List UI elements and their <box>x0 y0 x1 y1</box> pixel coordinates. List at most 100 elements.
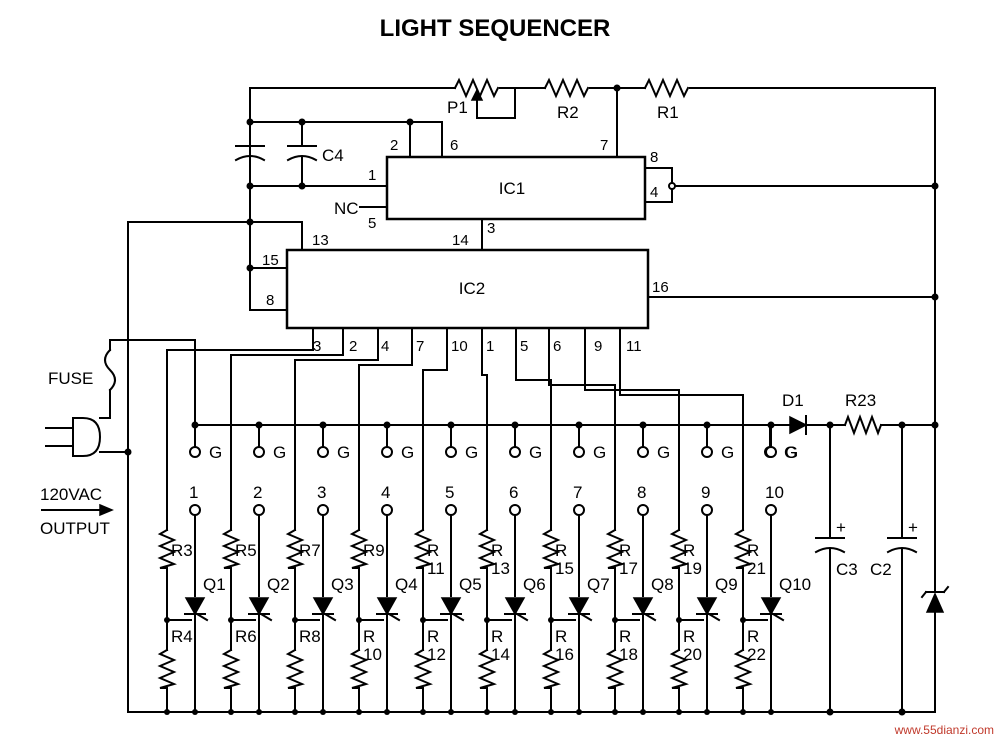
resistor-a-label-8-1: 17 <box>619 559 638 578</box>
resistor-a-6 <box>477 528 497 569</box>
terminal-out-2 <box>253 504 265 516</box>
junction-common-t-7 <box>576 709 582 715</box>
ic2: IC2 13 14 15 8 16 <box>262 232 669 330</box>
triac-7 <box>568 597 590 616</box>
resistor-a-label-9-1: 19 <box>683 559 702 578</box>
triac-label-2: Q2 <box>267 575 290 594</box>
ic1-pin-5: 5 <box>368 215 376 232</box>
junctions-top <box>246 84 939 301</box>
resistor-b-6 <box>477 648 497 689</box>
output-label: OUTPUT <box>40 519 110 538</box>
terminal-out-10 <box>765 504 777 516</box>
drive-wire-3 <box>294 327 379 531</box>
triac-gate-stub-1 <box>195 612 209 622</box>
ic2-bottom-pin-3: 4 <box>381 338 389 355</box>
resistor-a-label-1-0: R3 <box>171 541 193 560</box>
triac-8 <box>632 597 654 616</box>
plug-symbol <box>72 417 102 457</box>
potentiometer-p1 <box>453 77 500 99</box>
resistor-b-label-9-1: 20 <box>683 645 702 664</box>
resistor-a-label-3-0: R7 <box>299 541 321 560</box>
ic2-bottom-pin-10: 11 <box>626 338 642 355</box>
ic2-bottom-pin-2: 2 <box>349 338 357 355</box>
resistor-b-9 <box>669 648 689 689</box>
resistor-b-1 <box>157 648 177 689</box>
resistor-b-label-7-1: 16 <box>555 645 574 664</box>
resistor-a-label-6-0: R <box>491 541 503 560</box>
resistor-b-label-10-1: 22 <box>747 645 766 664</box>
triac-label-1: Q1 <box>203 575 226 594</box>
terminal-g-9 <box>701 446 713 458</box>
g-label-5: G <box>465 443 478 462</box>
triac-gate-stub-6 <box>515 612 529 622</box>
drive-wire-7 <box>515 327 552 531</box>
diagram-title: LIGHT SEQUENCER <box>380 15 611 42</box>
triac-label-6: Q6 <box>523 575 546 594</box>
triac-gate-stub-3 <box>323 612 337 622</box>
resistor-a-label-2-0: R5 <box>235 541 257 560</box>
resistor-b-label-4-1: 10 <box>363 645 382 664</box>
drive-wire-2 <box>230 327 344 531</box>
resistor-a-label-9-0: R <box>683 541 695 560</box>
junction-common-r-1 <box>164 709 170 715</box>
junction-g-7 <box>575 421 583 429</box>
resistor-a-label-10-0: R <box>747 541 759 560</box>
resistor-b-7 <box>541 648 561 689</box>
terminal-g-10 <box>765 446 777 458</box>
g-label-8: G <box>657 443 670 462</box>
channels: G1Q13R3R4G2Q22R5R6G3Q34R7R8G4Q47R9R10G5Q… <box>157 327 811 715</box>
nc-label: NC <box>334 199 359 218</box>
terminal-g-5 <box>445 446 457 458</box>
junction-common-r-8 <box>612 709 618 715</box>
g-label-4: G <box>401 443 414 462</box>
terminal-g-4 <box>381 446 393 458</box>
triac-gate-stub-10 <box>771 612 785 622</box>
output-number-10: 10 <box>765 483 784 502</box>
triac-1 <box>184 597 206 616</box>
triac-gate-stub-2 <box>259 612 273 622</box>
g-label-11: G <box>784 443 797 462</box>
ic1-pin-6: 6 <box>450 137 458 154</box>
resistor-a-3 <box>285 528 305 569</box>
terminal-out-3 <box>317 504 329 516</box>
resistor-b-3 <box>285 648 305 689</box>
triac-5 <box>440 597 462 616</box>
junction-g-8 <box>639 421 647 429</box>
junction-common-r-4 <box>356 709 362 715</box>
terminal-g-3 <box>317 446 329 458</box>
output-number-9: 9 <box>701 483 710 502</box>
triac-label-7: Q7 <box>587 575 610 594</box>
triac-2 <box>248 597 270 616</box>
junction-common-t-1 <box>192 709 198 715</box>
drive-wire-9 <box>584 327 680 531</box>
ic2-label: IC2 <box>459 279 485 298</box>
resistor-a-10 <box>733 528 753 569</box>
ic2-bottom-pin-8: 6 <box>553 338 561 355</box>
resistor-b-label-10-0: R <box>747 627 759 646</box>
resistor-b-label-7-0: R <box>555 627 567 646</box>
ic1-pin-8: 8 <box>650 149 658 166</box>
resistor-b-label-5-1: 12 <box>427 645 446 664</box>
label-r1: R1 <box>657 103 679 122</box>
output-number-7: 7 <box>573 483 582 502</box>
junction-common-r-3 <box>292 709 298 715</box>
resistor-b-label-9-0: R <box>683 627 695 646</box>
triac-gate-stub-8 <box>643 612 657 622</box>
triac-6 <box>504 597 526 616</box>
triac-gate-stub-4 <box>387 612 401 622</box>
resistor-r23 <box>843 414 883 436</box>
resistor-b-5 <box>413 648 433 689</box>
ic2-bottom-pin-6: 1 <box>486 338 494 355</box>
resistor-a-label-8-0: R <box>619 541 631 560</box>
g-label-6: G <box>529 443 542 462</box>
diode-d1 <box>789 415 808 435</box>
junction-common-r-2 <box>228 709 234 715</box>
junction-common-t-9 <box>704 709 710 715</box>
resistor-r1 <box>643 77 690 99</box>
c3-plus: + <box>836 518 846 537</box>
junction-common-r-10 <box>740 709 746 715</box>
g-label-3: G <box>337 443 350 462</box>
triac-gate-stub-9 <box>707 612 721 622</box>
